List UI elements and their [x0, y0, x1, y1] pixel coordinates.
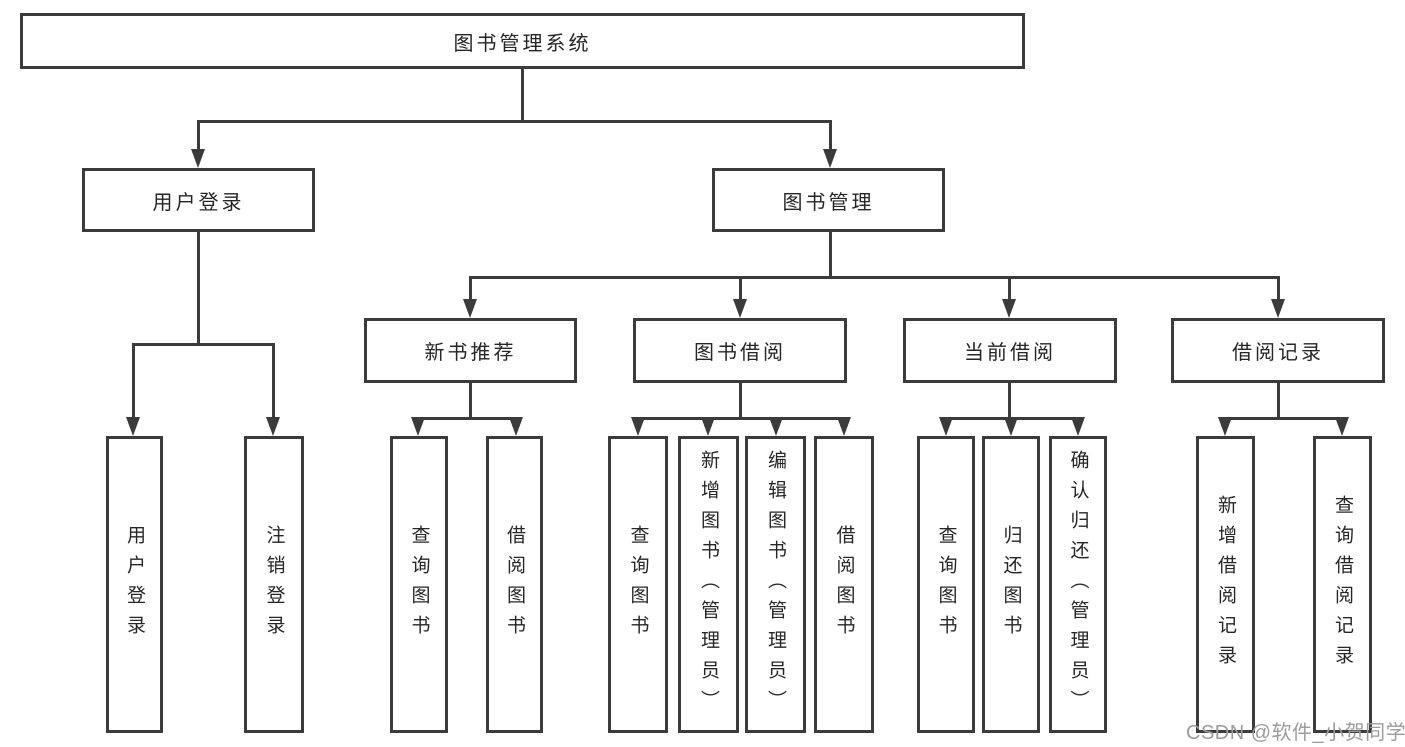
arrow-down-icon [126, 417, 140, 436]
connector-current-borrow-stub [1008, 276, 1011, 300]
leaf-user-login: 用户登录 [106, 436, 163, 733]
arrow-down-icon [411, 417, 425, 436]
connector-borrow-records-stub [1277, 276, 1280, 300]
node-root-label: 图书管理系统 [453, 32, 592, 55]
connector-new-book-vline [469, 383, 472, 417]
leaf-bb-borrow-books-label: 借阅图书 [833, 524, 855, 645]
leaf-bb-add-books-admin: 新增图书（管理员） [678, 436, 739, 733]
connector-book-borrow-vline [739, 383, 742, 417]
arrow-down-icon [1071, 417, 1085, 436]
node-book-management-label: 图书管理 [782, 191, 875, 214]
leaf-bb-query-books: 查询图书 [608, 436, 668, 733]
connector-user-login-stub [197, 120, 200, 153]
connector-root-vline [521, 69, 524, 120]
csdn-watermark: CSDN @软件_小贺同学 [1186, 722, 1405, 744]
arrow-down-icon [463, 299, 477, 318]
connector-book-borrow-stub [739, 276, 742, 300]
connector-new-book-hline [417, 417, 518, 420]
leaf-bb-edit-books-admin-label: 编辑图书（管理员） [765, 449, 786, 720]
connector-current-borrow-vline [1008, 383, 1011, 417]
leaf-br-add-record-label: 新增借阅记录 [1215, 494, 1236, 675]
leaf-bb-borrow-books: 借阅图书 [814, 436, 874, 733]
node-user-login-label: 用户登录 [152, 191, 245, 214]
leaf-nb-borrow-books-label: 借阅图书 [504, 524, 525, 645]
leaf-nb-query-books-label: 查询图书 [408, 524, 430, 645]
arrow-down-icon [509, 417, 523, 436]
leaf-nb-query-books: 查询图书 [390, 436, 448, 733]
node-new-book-recommend: 新书推荐 [364, 318, 577, 383]
node-root: 图书管理系统 [20, 13, 1025, 69]
node-new-book-recommend-label: 新书推荐 [424, 342, 517, 364]
leaf-logout-label: 注销登录 [263, 524, 285, 645]
leaf-nb-borrow-books: 借阅图书 [486, 436, 543, 733]
arrow-down-icon [837, 417, 851, 436]
connector-user-login-leaf2-vline [272, 343, 275, 417]
arrow-down-icon [701, 417, 715, 436]
leaf-cb-confirm-return-admin-label: 确认归还（管理员） [1067, 449, 1089, 720]
leaf-bb-add-books-admin-label: 新增图书（管理员） [698, 449, 719, 720]
leaf-logout: 注销登录 [244, 436, 304, 733]
connector-borrow-records-vline [1277, 383, 1280, 417]
node-borrow-records-label: 借阅记录 [1232, 342, 1324, 364]
connector-borrow-records-hline [1224, 417, 1344, 420]
connector-book-borrow-hline [637, 417, 846, 420]
leaf-cb-return-books-label: 归还图书 [1000, 524, 1022, 645]
node-current-borrow-label: 当前借阅 [964, 342, 1056, 364]
connector-level2-hline [197, 120, 832, 123]
leaf-cb-query-books-label: 查询图书 [935, 524, 957, 645]
arrow-down-icon [939, 417, 953, 436]
node-book-borrow-label: 图书借阅 [694, 342, 786, 364]
arrow-down-icon [733, 299, 747, 318]
leaf-cb-query-books: 查询图书 [917, 436, 975, 733]
leaf-user-login-label: 用户登录 [124, 524, 145, 645]
arrow-down-icon [1335, 417, 1349, 436]
connector-user-login-leaf1-vline [132, 343, 135, 417]
connector-user-login-vline [197, 232, 200, 343]
arrow-down-icon [191, 149, 205, 168]
node-book-management: 图书管理 [712, 168, 945, 232]
leaf-br-query-record-label: 查询借阅记录 [1332, 494, 1353, 675]
connector-book-management-stub [829, 120, 832, 153]
node-user-login: 用户登录 [82, 168, 315, 232]
node-borrow-records: 借阅记录 [1171, 318, 1385, 383]
connector-new-book-stub [469, 276, 472, 300]
connector-book-management-vline [829, 232, 832, 276]
arrow-down-icon [1002, 299, 1016, 318]
arrow-down-icon [266, 417, 280, 436]
leaf-bb-edit-books-admin: 编辑图书（管理员） [745, 436, 806, 733]
leaf-cb-return-books: 归还图书 [982, 436, 1040, 733]
connector-user-login-hline [132, 343, 275, 346]
node-book-borrow: 图书借阅 [633, 318, 847, 383]
leaf-cb-confirm-return-admin: 确认归还（管理员） [1049, 436, 1107, 733]
leaf-br-query-record: 查询借阅记录 [1313, 436, 1372, 733]
arrow-down-icon [823, 149, 837, 168]
arrow-down-icon [1271, 299, 1285, 318]
arrow-down-icon [769, 417, 783, 436]
connector-level3-hline [469, 276, 1280, 279]
arrow-down-icon [1004, 417, 1018, 436]
arrow-down-icon [1218, 417, 1232, 436]
node-current-borrow: 当前借阅 [903, 318, 1117, 383]
arrow-down-icon [631, 417, 645, 436]
leaf-bb-query-books-label: 查询图书 [627, 524, 649, 645]
leaf-br-add-record: 新增借阅记录 [1196, 436, 1255, 733]
